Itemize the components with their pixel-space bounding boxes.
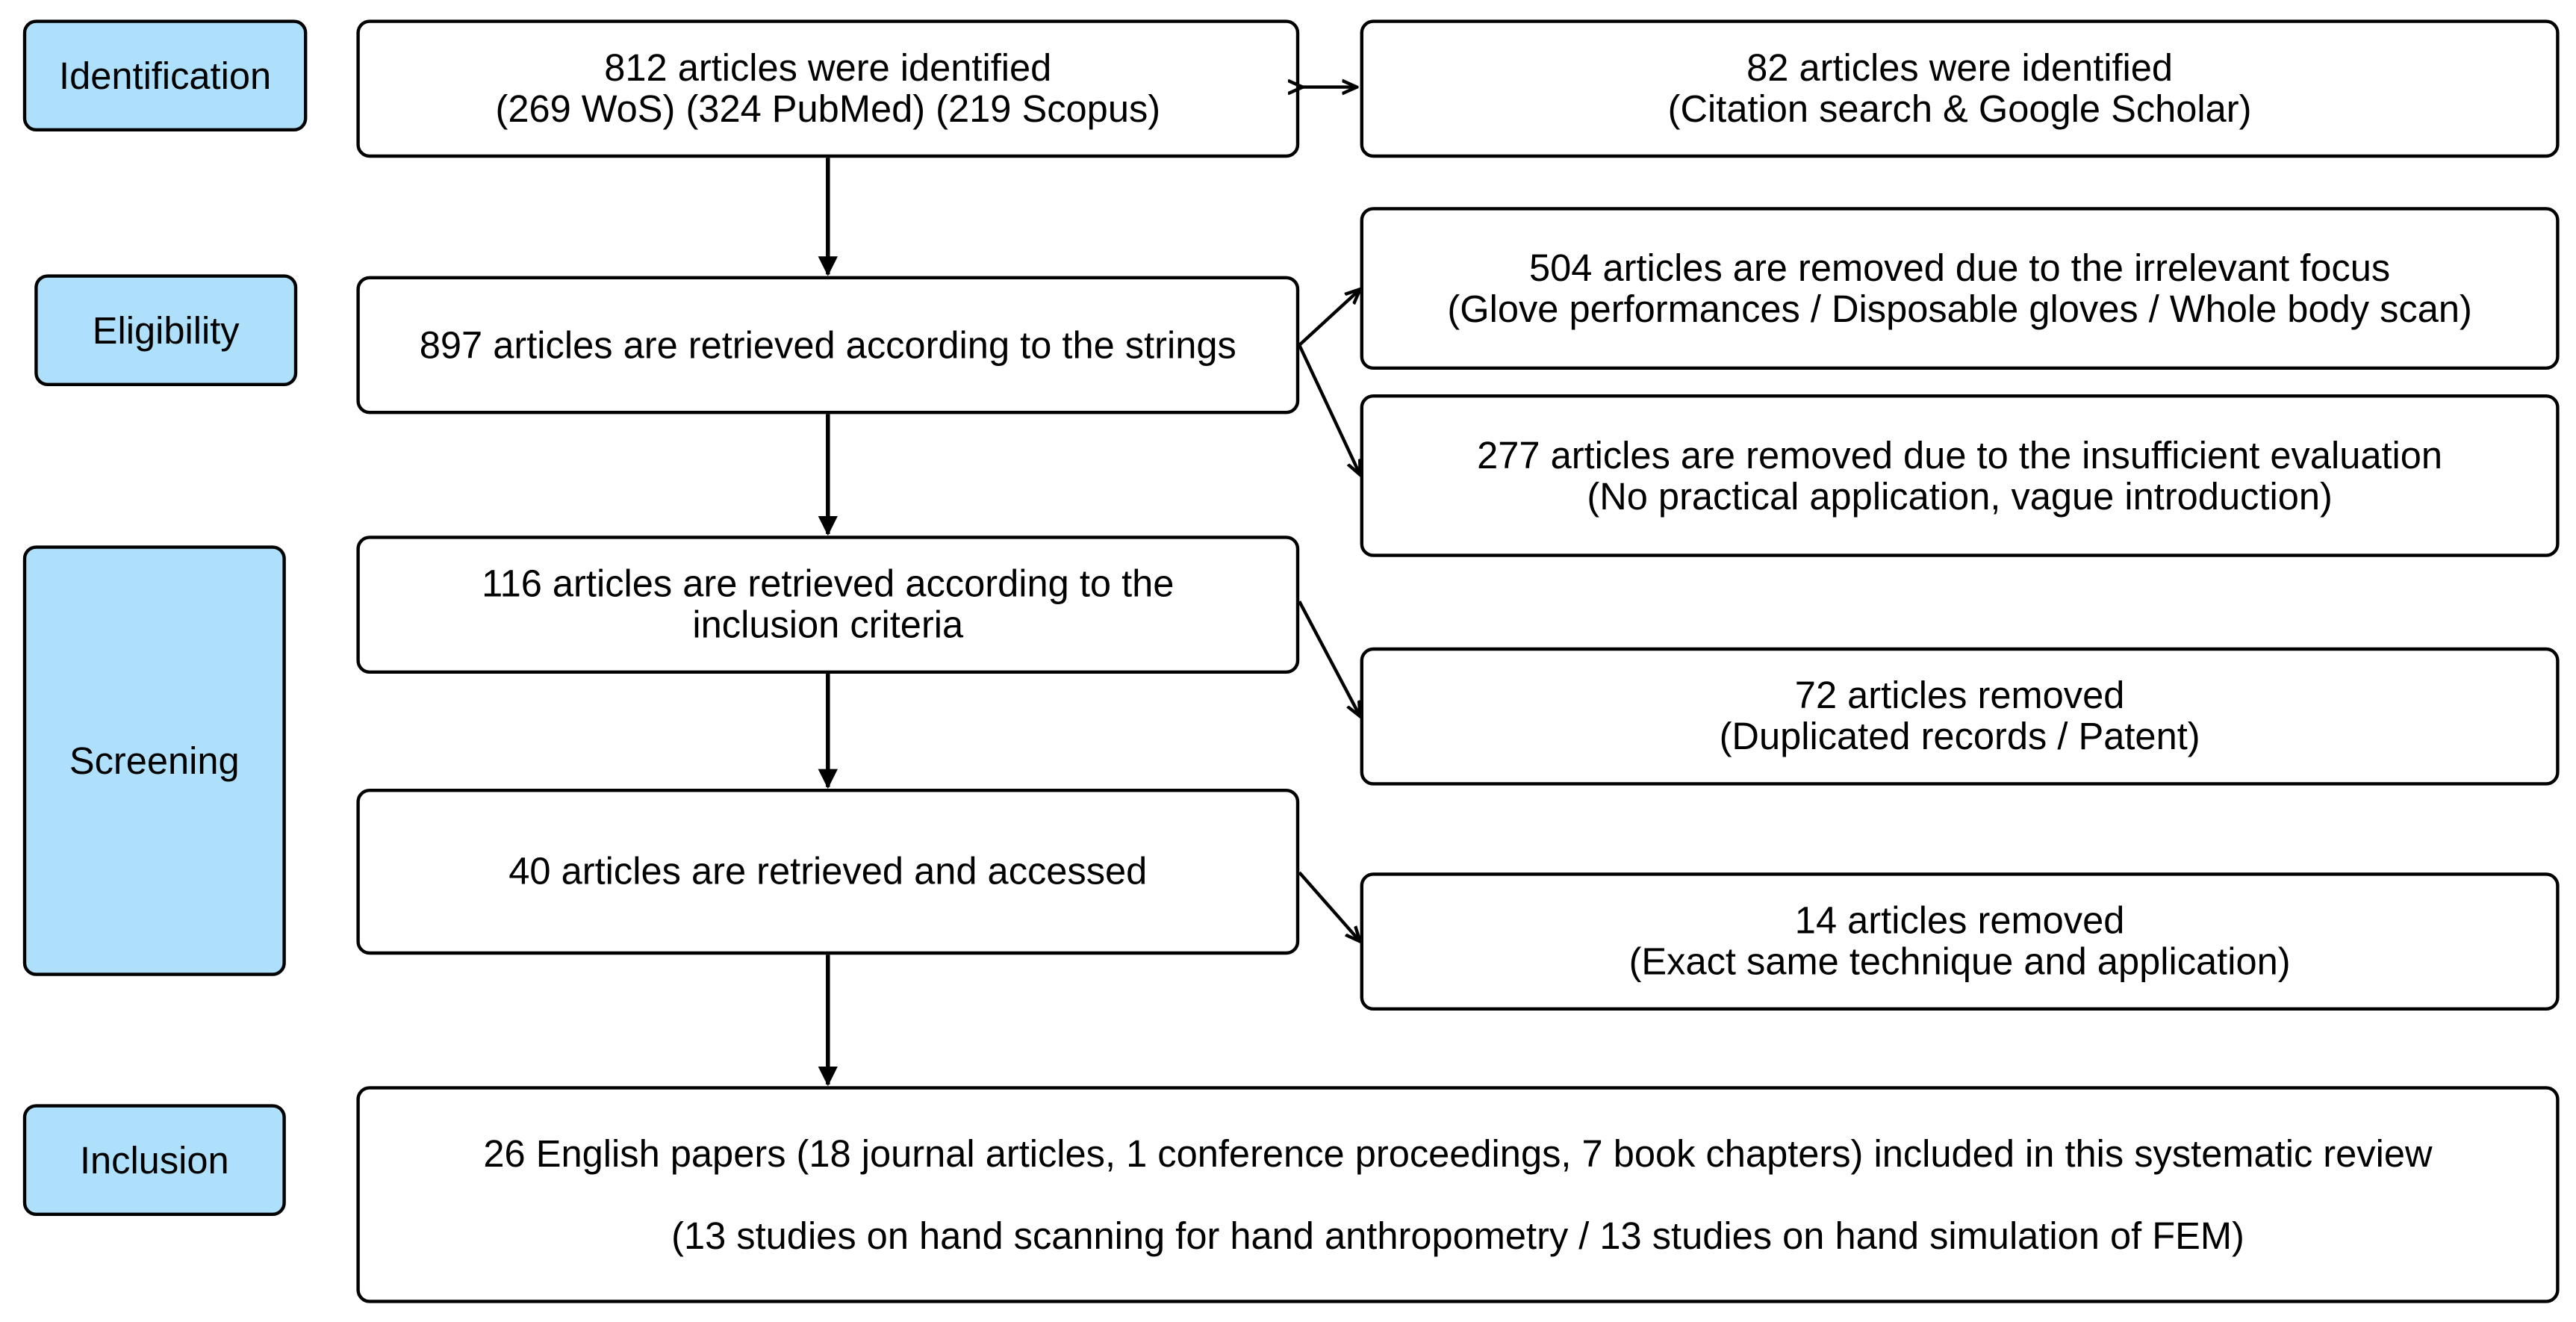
stage-identification: Identification [22,19,308,132]
box-line: (Citation search & Google Scholar) [1667,87,2252,130]
arrow-to-removed-focus [1298,289,1360,347]
box-line: (13 studies on hand scanning for hand an… [671,1213,2244,1256]
included-studies-box: 26 English papers (18 journal articles, … [356,1086,2560,1303]
arrow-to-removed-evaluation [1298,344,1360,475]
removed-same-box: 14 articles removed (Exact same techniqu… [1360,872,2560,1011]
box-line: (269 WoS) (324 PubMed) (219 Scopus) [495,87,1161,130]
stage-inclusion-label: Inclusion [79,1138,229,1181]
box-line: 116 articles are retrieved according to … [482,562,1175,605]
box-line: 812 articles were identified [604,46,1052,89]
box-line: (Glove performances / Disposable gloves … [1447,286,2472,330]
stage-screening-label: Screening [69,738,240,782]
box-line: (Duplicated records / Patent) [1719,715,2200,758]
retrieved-inclusion-box: 116 articles are retrieved according to … [356,536,1300,674]
box-line: 26 English papers (18 journal articles, … [483,1131,2433,1174]
retrieved-accessed-box: 40 articles are retrieved and accessed [356,789,1300,955]
stage-eligibility-label: Eligibility [92,308,240,351]
arrow-to-removed-duplicates [1298,601,1360,716]
identified-database-box: 812 articles were identified (269 WoS) (… [356,19,1300,158]
box-line: 14 articles removed [1794,899,2125,942]
removed-duplicates-box: 72 articles removed (Duplicated records … [1360,647,2560,786]
retrieved-strings-box: 897 articles are retrieved according to … [356,276,1300,415]
box-line: (No practical application, vague introdu… [1587,474,2333,517]
removed-focus-box: 504 articles are removed due to the irre… [1360,207,2560,370]
stage-identification-label: Identification [59,53,272,96]
box-line: 897 articles are retrieved according to … [419,323,1236,366]
stage-screening: Screening [22,545,286,976]
box-line: 504 articles are removed due to the irre… [1528,245,2391,289]
box-line: inclusion criteria [692,603,964,646]
box-line: (Exact same technique and application) [1628,940,2291,983]
arrow-to-removed-same [1298,871,1360,941]
box-line: 82 articles were identified [1746,46,2174,89]
box-line: 277 articles are removed due to the insu… [1477,432,2443,476]
removed-evaluation-box: 277 articles are removed due to the insu… [1360,394,2560,557]
box-line: 72 articles removed [1794,674,2125,717]
box-line: 40 articles are retrieved and accessed [508,849,1148,893]
stage-inclusion: Inclusion [22,1104,286,1216]
identified-other-box: 82 articles were identified (Citation se… [1360,19,2560,158]
stage-eligibility: Eligibility [34,274,298,386]
